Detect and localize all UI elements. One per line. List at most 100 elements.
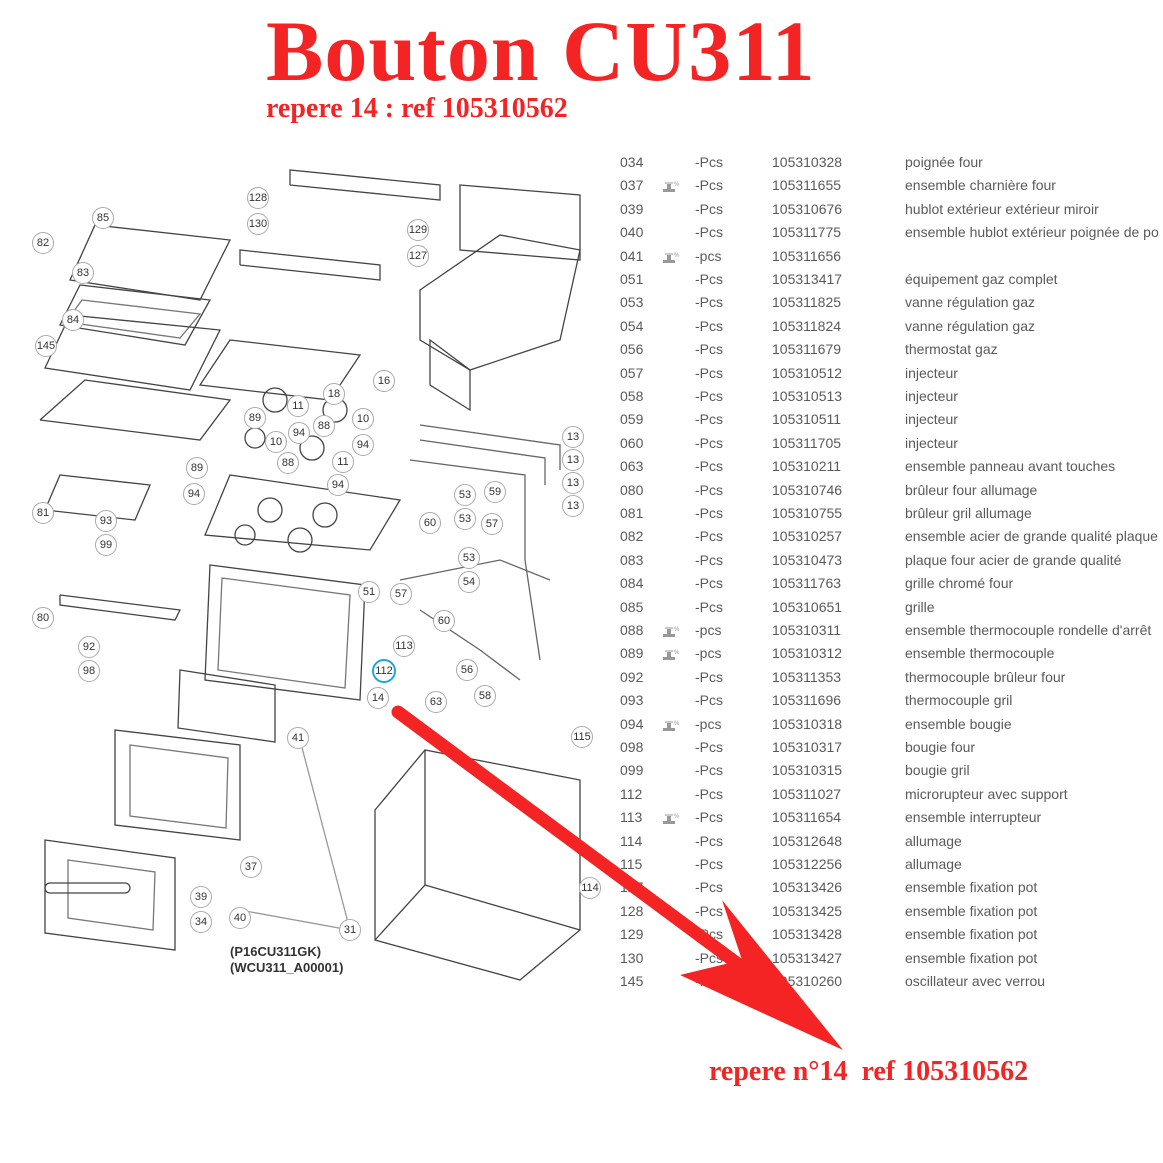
- part-ref: 051: [620, 271, 644, 287]
- part-unit: -Pcs: [695, 341, 723, 358]
- part-description: hublot extérieur extérieur miroir: [905, 200, 1099, 217]
- callout-94: 94: [327, 474, 349, 496]
- svg-text:%: %: [674, 182, 680, 188]
- part-unit: -Pcs: [695, 154, 723, 170]
- callout-112: 112: [372, 659, 396, 683]
- callout-13: 13: [562, 426, 584, 448]
- part-number: 105310676: [772, 200, 843, 217]
- kit-icon: %: [662, 718, 680, 732]
- part-number: 105310755: [772, 505, 843, 521]
- part-ref: 099: [620, 762, 644, 779]
- part-description: bougie gril: [905, 762, 970, 779]
- part-description: grille: [905, 598, 935, 615]
- callout-145: 145: [35, 335, 57, 357]
- callout-98: 98: [78, 660, 100, 682]
- part-ref: 088: [620, 622, 644, 638]
- callout-130: 130: [247, 213, 269, 235]
- svg-text:%: %: [674, 650, 680, 656]
- part-ref: 129: [620, 926, 644, 943]
- part-description: vanne régulation gaz: [905, 294, 1035, 311]
- part-description: équipement gaz complet: [905, 271, 1058, 287]
- part-number: 105310317: [772, 739, 843, 755]
- kit-icon: %: [662, 624, 680, 638]
- kit-icon: %: [662, 179, 680, 193]
- part-unit: -Pcs: [695, 785, 723, 802]
- part-description: injecteur: [905, 434, 958, 451]
- part-unit: -Pcs: [695, 692, 723, 709]
- part-description: ensemble fixation pot: [905, 949, 1038, 966]
- callout-14: 14: [367, 687, 389, 709]
- part-description: brûleur gril allumage: [905, 505, 1032, 521]
- part-number: 105311763: [772, 575, 842, 592]
- part-ref: 039: [620, 200, 644, 217]
- part-unit: -Pcs: [695, 949, 723, 966]
- part-ref: 059: [620, 411, 644, 428]
- callout-94: 94: [352, 434, 374, 456]
- part-number: 105310318: [772, 715, 843, 732]
- part-unit: -Pcs: [695, 411, 723, 428]
- part-unit: -pcs: [695, 715, 722, 732]
- part-ref: 040: [620, 224, 644, 241]
- part-number: 105310312: [772, 645, 843, 662]
- part-ref: 034: [620, 154, 644, 170]
- part-description: ensemble fixation pot: [905, 926, 1038, 943]
- part-ref: 085: [620, 598, 644, 615]
- callout-89: 89: [186, 457, 208, 479]
- callout-63: 63: [425, 691, 447, 713]
- gas-pipes-drawing: [399, 424, 561, 681]
- oven-door-drawing: [44, 729, 241, 951]
- svg-text:%: %: [674, 253, 680, 259]
- part-ref: 089: [620, 645, 644, 662]
- callout-83: 83: [72, 262, 94, 284]
- callout-92: 92: [78, 636, 100, 658]
- part-unit: -Pcs: [695, 388, 723, 404]
- part-number: 105311654: [772, 809, 842, 826]
- part-ref: 127: [620, 879, 644, 896]
- part-description: ensemble thermocouple: [905, 645, 1055, 662]
- part-number: 105310260: [772, 973, 843, 989]
- part-number: 105310315: [772, 762, 843, 779]
- callout-94: 94: [288, 422, 310, 444]
- callout-80: 80: [32, 607, 54, 629]
- part-unit: -pcs: [695, 622, 722, 638]
- part-number: 105310513: [772, 388, 843, 404]
- callout-18: 18: [323, 383, 345, 405]
- callout-31: 31: [339, 919, 361, 941]
- part-ref: 053: [620, 294, 644, 311]
- callout-60: 60: [433, 610, 455, 632]
- part-description: bougie four: [905, 739, 976, 755]
- callout-81: 81: [32, 502, 54, 524]
- callout-88: 88: [313, 415, 335, 437]
- part-unit: -Pcs: [695, 551, 723, 568]
- part-unit: -Pcs: [695, 271, 723, 287]
- model-code: (P16CU311GK): [230, 944, 322, 959]
- part-ref: 063: [620, 458, 644, 475]
- part-ref: 112: [620, 785, 643, 802]
- callout-41: 41: [287, 727, 309, 749]
- part-ref: 080: [620, 481, 644, 498]
- table-row: 129 -Pcs 105313428 ensemble fixation pot: [620, 926, 1163, 946]
- callout-57: 57: [390, 583, 412, 605]
- part-unit: -Pcs: [695, 926, 723, 943]
- part-number: 105311656: [772, 247, 842, 264]
- part-number: 105313417: [772, 271, 843, 287]
- callout-34: 34: [190, 911, 212, 933]
- part-unit: -Pcs: [695, 879, 723, 896]
- callout-82: 82: [32, 232, 54, 254]
- kit-icon: %: [662, 811, 680, 825]
- part-number: 105313428: [772, 926, 843, 943]
- part-ref: 060: [620, 434, 644, 451]
